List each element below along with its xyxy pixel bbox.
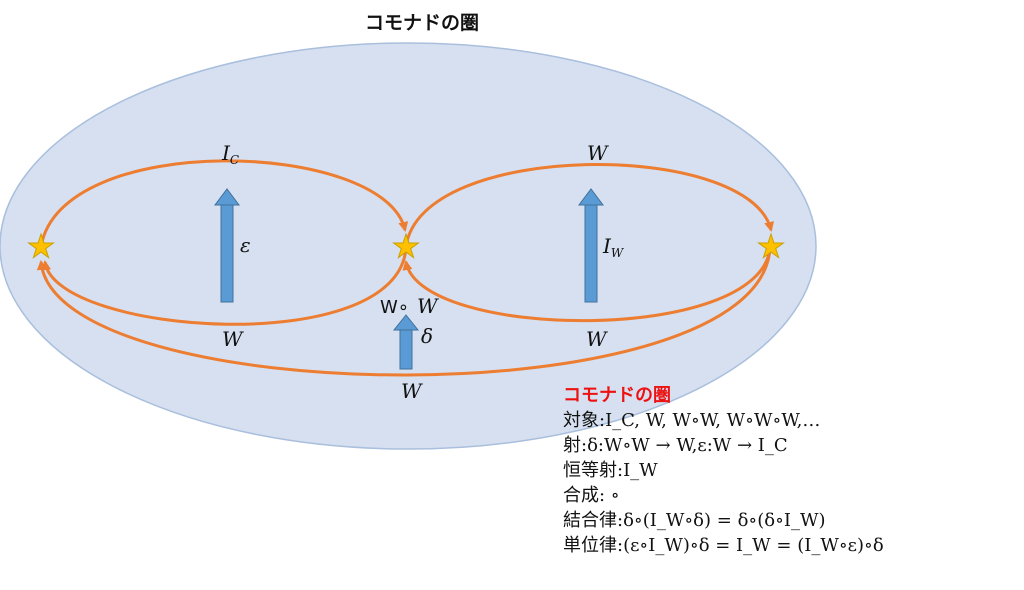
star-icon-left [27,232,55,259]
arc-ic-top [39,159,409,248]
legend-value: :I_C, W, W∘W, W∘W∘W,… [599,410,821,431]
star-icon-center [392,232,420,259]
legend-value: : ∘ [599,485,620,506]
legend: コモナドの圏 対象:I_C, W, W∘W, W∘W∘W,… 射:δ:W∘W →… [563,383,884,558]
legend-row-associativity: 結合律:δ∘(I_W∘δ) = δ∘(δ∘I_W) [563,508,884,533]
legend-key: 合成 [563,485,599,506]
epsilon-arrow [214,188,240,303]
legend-value: :I_W [617,460,658,481]
legend-key: 単位律 [563,535,617,556]
legend-row-identity: 恒等射:I_W [563,458,884,483]
star-icon-right [757,232,785,259]
label-wow-prefix: W∘ [380,297,409,318]
legend-key: 対象 [563,410,599,431]
delta-arrow [392,314,420,370]
legend-key: 結合律 [563,510,617,531]
arc-w-left-bottom [41,246,408,326]
legend-row-unit-law: 単位律:(ε∘I_W)∘δ = I_W = (I_W∘ε)∘δ [563,533,884,558]
identity-w-arrow [578,188,604,303]
legend-row-composition: 合成: ∘ [563,483,884,508]
label-w-outer: W [401,379,423,403]
label-epsilon: ε [240,233,251,257]
label-w-left-bottom: W [222,327,244,351]
legend-row-morphisms: 射:δ:W∘W → W,ε:W → I_C [563,433,884,458]
arc-w-outer [36,247,772,377]
arc-w-top [404,163,775,248]
legend-value: :δ:W∘W → W,ε:W → I_C [581,435,788,456]
legend-value: :δ∘(I_W∘δ) = δ∘(δ∘I_W) [617,510,826,531]
legend-value: :(ε∘I_W)∘δ = I_W = (I_W∘ε)∘δ [617,535,884,556]
label-w-right-bottom: W [586,327,608,351]
legend-row-objects: 対象:I_C, W, W∘W, W∘W∘W,… [563,408,884,433]
arc-w-right-bottom [402,247,772,323]
legend-title: コモナドの圏 [563,385,671,406]
legend-key: 恒等射 [563,460,617,481]
page-title: コモナドの圏 [365,12,480,34]
label-w-top: W [587,141,609,165]
label-identity-w: IW [602,234,625,260]
label-wow-w: W [417,294,439,318]
label-ic-top: IC [221,141,239,167]
legend-key: 射 [563,435,581,456]
label-delta: δ [421,324,433,348]
